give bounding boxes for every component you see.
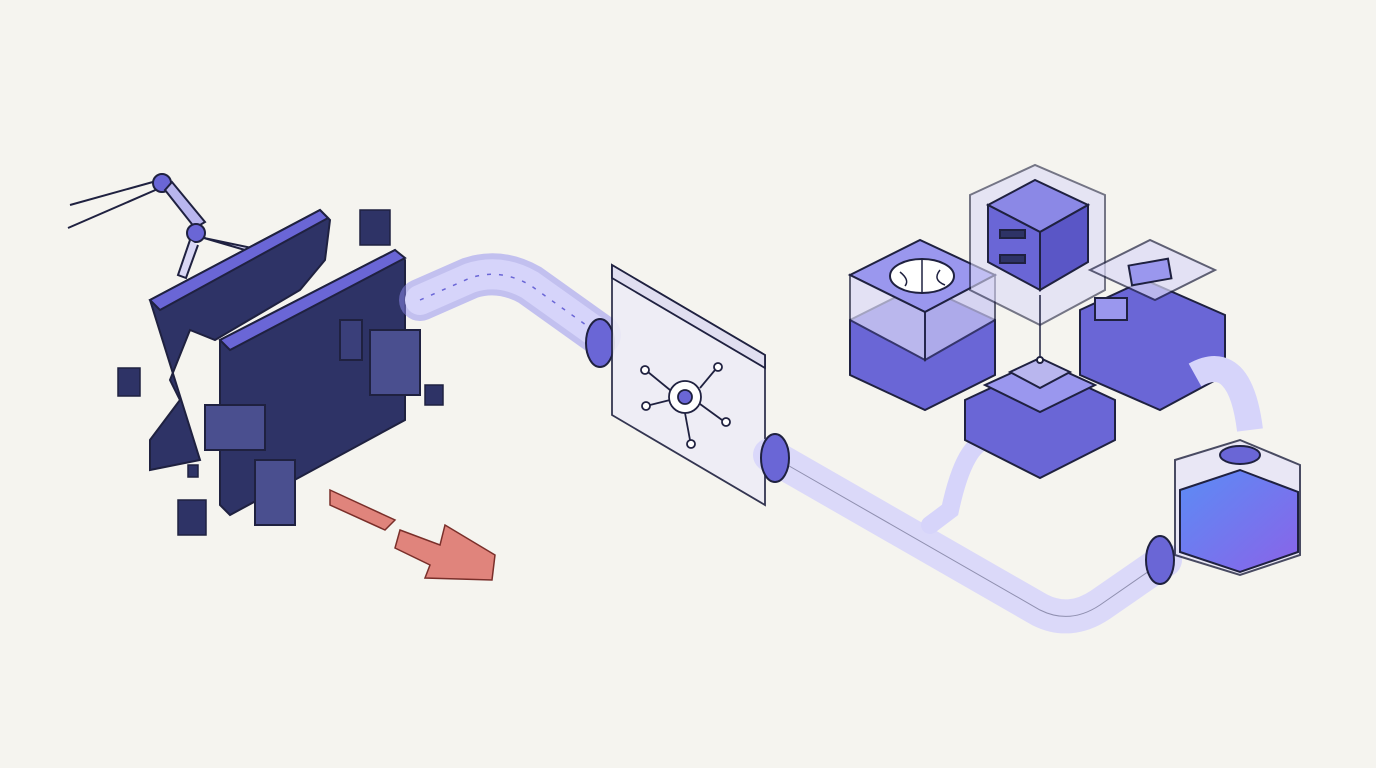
server-stack-icon: [969, 163, 1106, 327]
screen-fragments: [117, 209, 444, 536]
central-processor-icon: [964, 295, 1116, 480]
pipe-coupling: [585, 318, 615, 368]
broken-screen-icon: [148, 208, 421, 526]
chip-box-icon: [1079, 238, 1226, 412]
reservoir-tank-icon: [1174, 356, 1301, 577]
broken-arrow-icon: [329, 488, 496, 581]
network-node-window-icon: [611, 263, 766, 507]
pipe-icon: [753, 431, 1182, 634]
pipe-icon: [399, 253, 621, 368]
brain-chip-icon: [847, 238, 998, 412]
